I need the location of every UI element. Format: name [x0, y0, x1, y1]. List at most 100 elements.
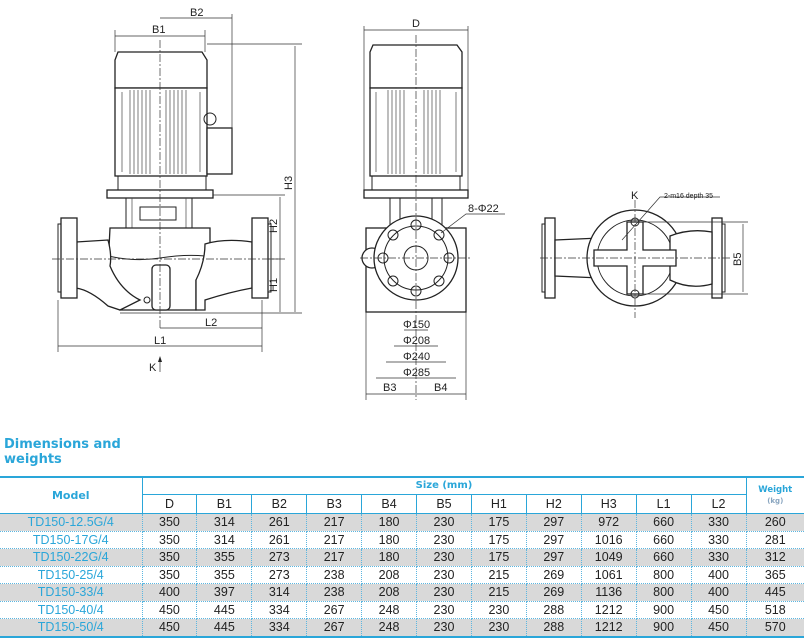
- cell-b4: 180: [361, 531, 418, 549]
- cell-l1: 660: [636, 531, 692, 549]
- model-header: Model: [0, 476, 143, 514]
- cell-d: 350: [142, 548, 198, 567]
- weight-cell: 518: [746, 601, 804, 619]
- cell-l1: 800: [636, 566, 692, 584]
- cell-h3: 1136: [581, 583, 637, 602]
- cell-b3: 238: [306, 583, 363, 602]
- cell-b5: 230: [416, 618, 472, 638]
- dim-label-h2: H2: [268, 219, 280, 233]
- motor-fan-cover: [114, 51, 208, 89]
- cell-h3: 1049: [581, 548, 637, 567]
- cell-h1: 215: [471, 583, 527, 602]
- motor-body: [114, 87, 208, 177]
- cell-b3: 238: [306, 566, 363, 584]
- motor-fins: [121, 90, 201, 174]
- dim-label-phi285: Φ285: [403, 367, 430, 379]
- column-header-b1: B1: [196, 494, 253, 514]
- model-cell: TD150-50/4: [0, 618, 143, 638]
- model-cell: TD150-22G/4: [0, 548, 143, 567]
- model-cell: TD150-25/4: [0, 566, 143, 584]
- dim-label-b1: B1: [152, 24, 165, 36]
- cell-h1: 230: [471, 618, 527, 638]
- outlet-flange: [251, 217, 269, 299]
- column-header-b2: B2: [251, 494, 308, 514]
- cell-b3: 267: [306, 601, 363, 619]
- cell-h1: 175: [471, 531, 527, 549]
- cell-b2: 261: [251, 531, 308, 549]
- outlet-pipe: [195, 239, 253, 311]
- model-cell: TD150-33/4: [0, 583, 143, 602]
- top-view: K 2-m16 depth 35 B5: [540, 190, 748, 318]
- cell-b3: 267: [306, 618, 363, 638]
- dim-label-l1: L1: [154, 335, 166, 347]
- dim-label-h1: H1: [268, 278, 280, 292]
- dim-label-k-front: K: [149, 362, 157, 374]
- cell-b1: 445: [196, 618, 253, 638]
- weight-header-label: Weight: [758, 484, 793, 495]
- cell-b5: 230: [416, 513, 472, 532]
- cell-b1: 445: [196, 601, 253, 619]
- column-header-b3: B3: [306, 494, 363, 514]
- size-header: Size (mm): [142, 476, 747, 495]
- cell-l2: 330: [691, 548, 747, 567]
- cell-b5: 230: [416, 531, 472, 549]
- cell-h1: 230: [471, 601, 527, 619]
- cell-b1: 314: [196, 531, 253, 549]
- weight-cell: 365: [746, 566, 804, 584]
- cell-d: 400: [142, 583, 198, 602]
- cell-h2: 269: [526, 566, 582, 584]
- cell-h1: 215: [471, 566, 527, 584]
- weight-cell: 281: [746, 531, 804, 549]
- cell-h1: 175: [471, 548, 527, 567]
- column-header-l1: L1: [636, 494, 692, 514]
- inlet-pipe: [75, 239, 142, 311]
- cell-b3: 217: [306, 531, 363, 549]
- cell-h1: 175: [471, 513, 527, 532]
- cell-d: 350: [142, 513, 198, 532]
- column-header-h1: H1: [471, 494, 527, 514]
- cell-b5: 230: [416, 601, 472, 619]
- cell-b4: 180: [361, 513, 418, 532]
- cell-h3: 1212: [581, 601, 637, 619]
- cell-b2: 273: [251, 566, 308, 584]
- weight-cell: 445: [746, 583, 804, 602]
- cell-b3: 217: [306, 548, 363, 567]
- dim-label-phi240: Φ240: [403, 351, 430, 363]
- cell-b5: 230: [416, 566, 472, 584]
- dim-label-k-top: K: [631, 190, 639, 202]
- dim-label-b3: B3: [383, 382, 396, 394]
- model-cell: TD150-17G/4: [0, 531, 143, 549]
- cell-h2: 288: [526, 601, 582, 619]
- bolt-holes: [377, 219, 455, 297]
- column-header-h3: H3: [581, 494, 637, 514]
- weight-cell: 570: [746, 618, 804, 638]
- cell-b5: 230: [416, 583, 472, 602]
- cell-l1: 660: [636, 548, 692, 567]
- cell-l2: 330: [691, 531, 747, 549]
- model-cell: TD150-40/4: [0, 601, 143, 619]
- front-view: B1 B2 H3 H2 H1 L2 L1 K: [52, 7, 302, 374]
- cell-h2: 297: [526, 513, 582, 532]
- column-header-h2: H2: [526, 494, 582, 514]
- weight-unit: (kg): [767, 496, 784, 505]
- cell-h3: 1016: [581, 531, 637, 549]
- cell-b4: 180: [361, 548, 418, 567]
- dim-label-b2: B2: [190, 7, 203, 19]
- cell-l2: 450: [691, 618, 747, 638]
- cell-b1: 397: [196, 583, 253, 602]
- cell-l1: 900: [636, 601, 692, 619]
- cell-b2: 273: [251, 548, 308, 567]
- cell-h2: 297: [526, 548, 582, 567]
- cell-l1: 660: [636, 513, 692, 532]
- cell-d: 450: [142, 601, 198, 619]
- cell-b4: 248: [361, 618, 418, 638]
